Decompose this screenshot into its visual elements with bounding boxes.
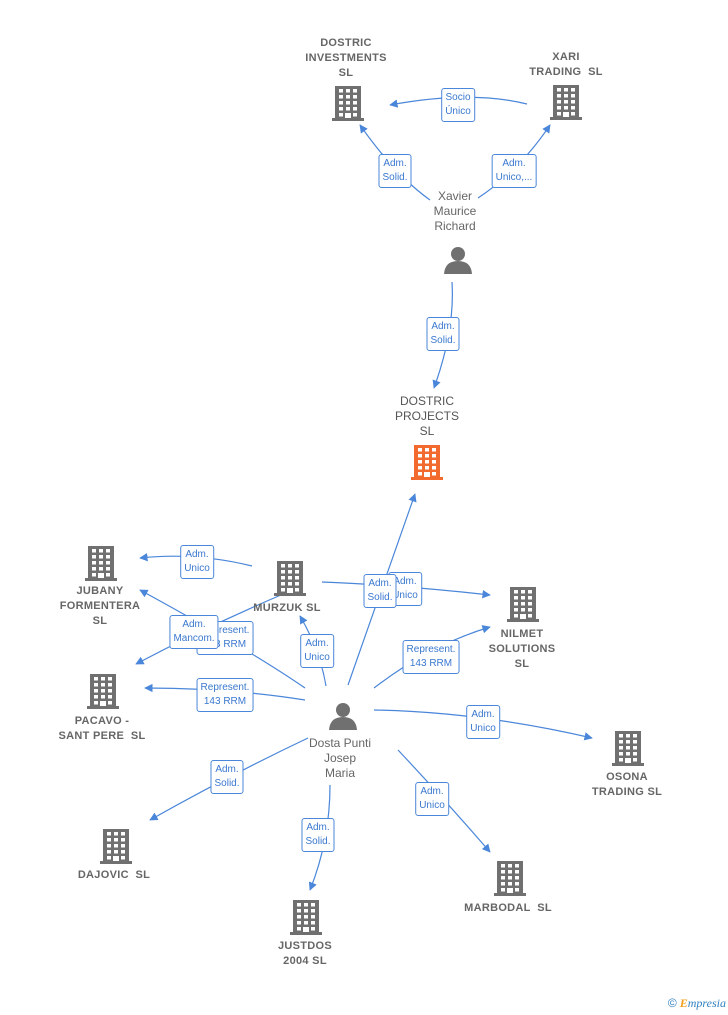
edge-label-e5[interactable]: Adm. Unico: [180, 545, 214, 579]
justdos-label[interactable]: JUSTDOS 2004 SL: [277, 940, 333, 967]
pacavo-building-icon[interactable]: [87, 674, 119, 709]
copyright-symbol: ©: [667, 996, 677, 1010]
dosta-person-icon[interactable]: [329, 703, 357, 730]
dajovic-label[interactable]: DAJOVIC SL: [77, 869, 151, 881]
edge-label-e13[interactable]: Adm. Unico: [466, 705, 500, 739]
murzuk-building-icon[interactable]: [274, 561, 306, 596]
nilmet-building-icon[interactable]: [507, 587, 539, 622]
murzuk-label[interactable]: MURZUK SL: [253, 602, 321, 614]
empresia-logo[interactable]: ©Empresia: [668, 996, 726, 1011]
dostric-projects-label[interactable]: DOSTRIC PROJECTS SL: [394, 394, 460, 438]
edge-label-e3[interactable]: Adm. Unico,...: [491, 154, 537, 188]
edge-label-e7[interactable]: Adm. Mancom.: [169, 615, 219, 649]
edge-label-e4[interactable]: Adm. Solid.: [426, 317, 460, 351]
xavier-label[interactable]: Xavier Maurice Richard: [433, 189, 477, 233]
pacavo-label[interactable]: PACAVO - SANT PERE SL: [58, 715, 146, 742]
marbodal-building-icon[interactable]: [494, 861, 526, 896]
edge-label-e1[interactable]: Socio Único: [441, 88, 475, 122]
edge-label-e14[interactable]: Adm. Solid.: [210, 760, 244, 794]
xavier-person-icon[interactable]: [444, 247, 472, 274]
marbodal-label[interactable]: MARBODAL SL: [464, 902, 552, 914]
dostric-investments-label[interactable]: DOSTRIC INVESTMENTS SL: [305, 37, 387, 79]
edge-label-e12[interactable]: Represent. 143 RRM: [196, 678, 254, 712]
edge-label-e2[interactable]: Adm. Solid.: [378, 154, 412, 188]
osona-building-icon[interactable]: [612, 731, 644, 766]
dostric-projects-building-icon[interactable]: [411, 445, 443, 480]
jubany-label[interactable]: JUBANY FORMENTERA SL: [59, 585, 141, 627]
osona-label[interactable]: OSONA TRADING SL: [591, 771, 663, 798]
nilmet-label[interactable]: NILMET SOLUTIONS SL: [488, 628, 556, 670]
icons-layer: [85, 85, 644, 935]
edge-label-e10[interactable]: Adm. Solid.: [363, 574, 397, 608]
jubany-building-icon[interactable]: [85, 546, 117, 581]
dajovic-building-icon[interactable]: [100, 829, 132, 864]
edge-label-e11[interactable]: Represent. 143 RRM: [402, 640, 460, 674]
edge-label-e8[interactable]: Adm. Unico: [300, 634, 334, 668]
dosta-label[interactable]: Dosta Punti Josep Maria: [308, 736, 372, 780]
xari-trading-label[interactable]: XARI TRADING SL: [529, 51, 603, 78]
edge-label-e15[interactable]: Adm. Solid.: [301, 818, 335, 852]
justdos-building-icon[interactable]: [290, 900, 322, 935]
dostric-investments-building-icon[interactable]: [332, 86, 364, 121]
brand-name: mpresia: [687, 996, 726, 1010]
edge-label-e16[interactable]: Adm. Unico: [415, 782, 449, 816]
xari-trading-building-icon[interactable]: [550, 85, 582, 120]
brand-initial: E: [679, 996, 688, 1010]
